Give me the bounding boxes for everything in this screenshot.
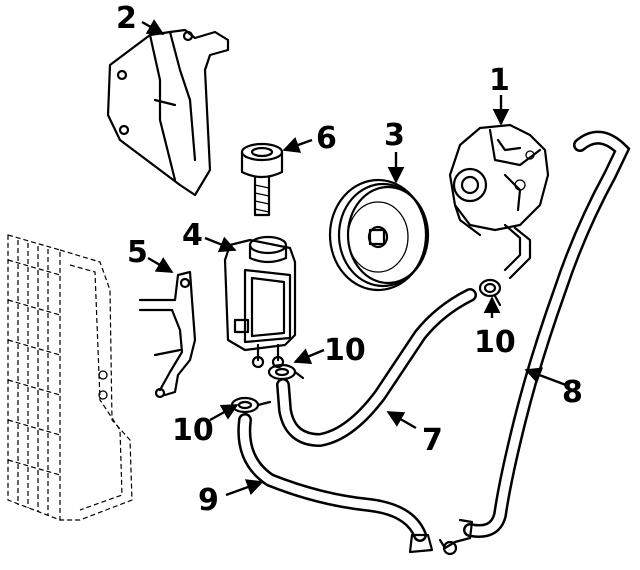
supply-hose [237,413,434,554]
callout-6: 6 [316,121,337,156]
callout-8: 8 [562,375,583,410]
callout-5: 5 [127,235,148,270]
pressure-hose [438,130,631,556]
callout-2: 2 [116,1,137,36]
radiator [7,234,133,521]
hose-clamp [267,363,305,381]
hose-clamp [230,396,272,414]
pump-bracket [106,28,230,197]
callout-9: 9 [198,483,219,518]
return-hose [276,288,477,448]
power-steering-pump [448,123,550,280]
reservoir-bracket [138,270,197,399]
hose-clamp [478,278,502,307]
callout-3: 3 [384,118,405,153]
callout-4: 4 [182,218,203,253]
callout-10-right: 10 [474,325,516,360]
leader-lines [141,19,567,497]
callout-1: 1 [489,63,510,98]
reservoir [223,235,297,369]
callout-10-left: 10 [172,413,214,448]
callout-10-center: 10 [324,333,366,368]
callout-7: 7 [422,423,443,458]
mounting-bolt [240,142,284,217]
pulley [328,178,430,292]
